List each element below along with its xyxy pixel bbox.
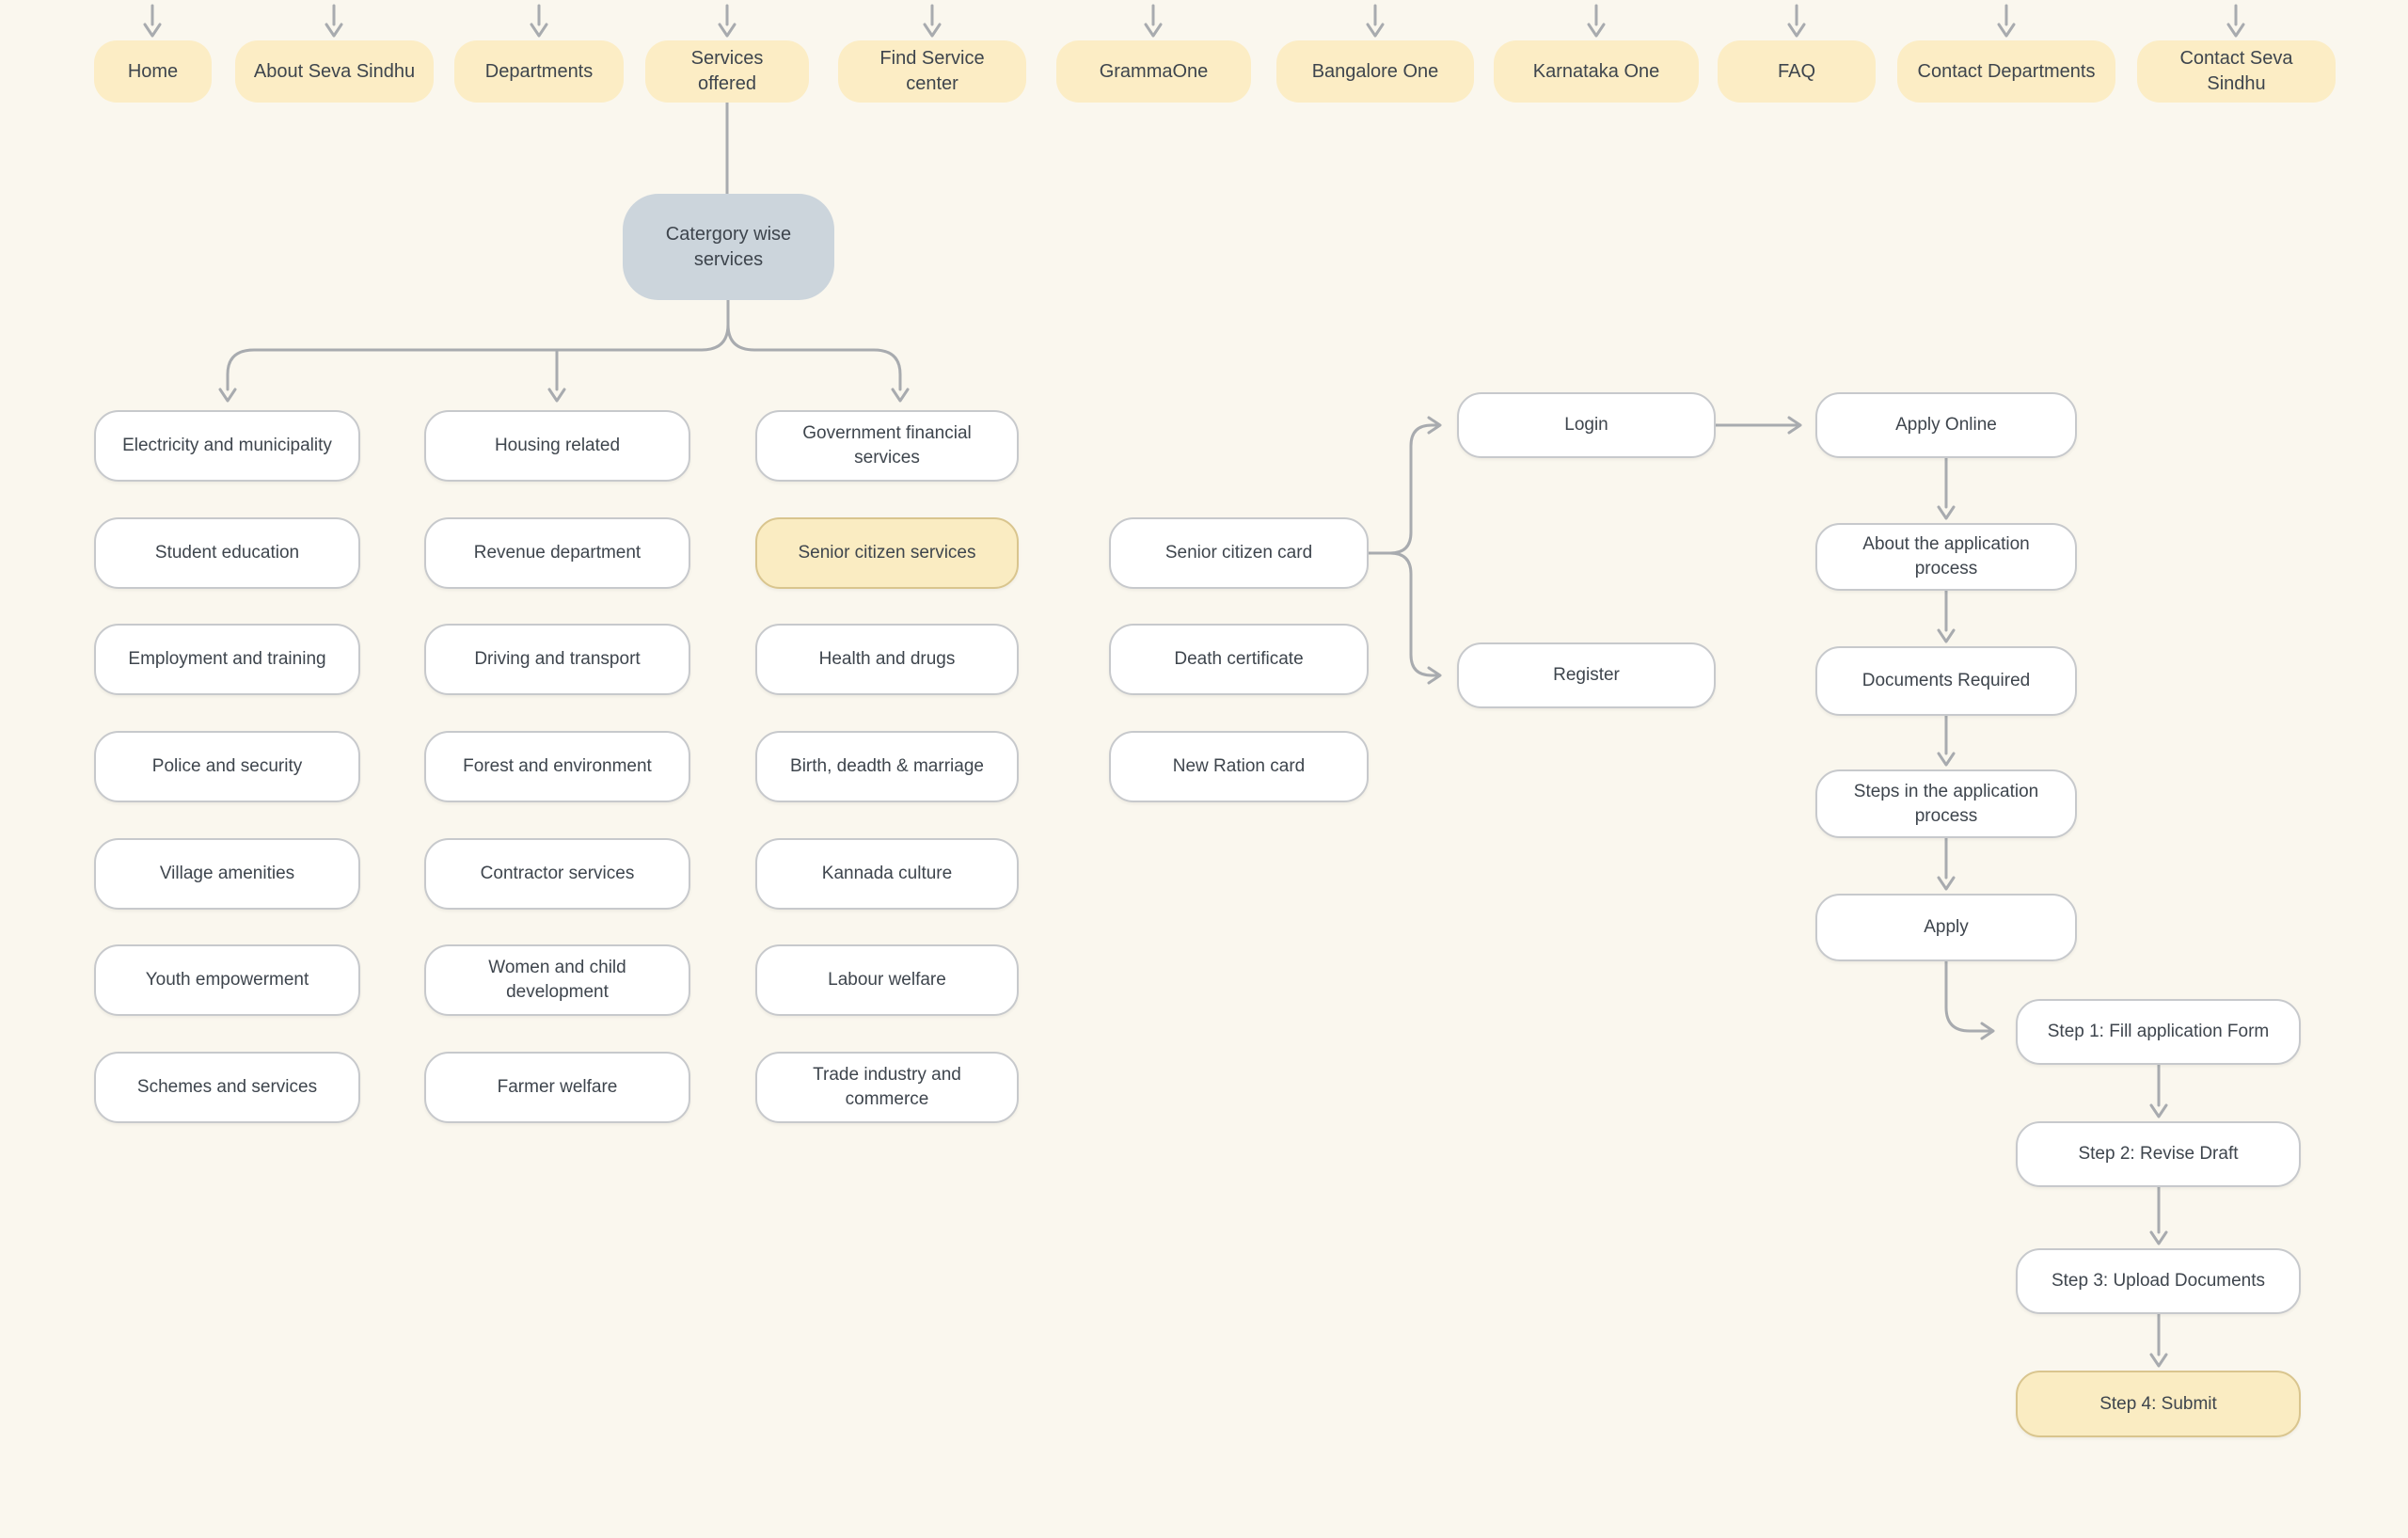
node-kannada-culture[interactable]: Kannada culture xyxy=(755,838,1019,910)
node-steps-in-application-process[interactable]: Steps in the application process xyxy=(1815,769,2077,838)
nav-item-home[interactable]: Home xyxy=(94,40,212,103)
nav-item-contact-departments[interactable]: Contact Departments xyxy=(1897,40,2115,103)
node-register[interactable]: Register xyxy=(1457,642,1716,708)
steps-chain-connectors xyxy=(2149,1062,2168,1368)
node-new-ration-card[interactable]: New Ration card xyxy=(1109,731,1369,802)
nav-item-faq[interactable]: FAQ xyxy=(1718,40,1876,103)
node-senior-citizen-card[interactable]: Senior citizen card xyxy=(1109,517,1369,589)
node-death-certificate[interactable]: Death certificate xyxy=(1109,624,1369,695)
apply-to-step1-connector xyxy=(1944,959,1995,1040)
node-youth-empowerment[interactable]: Youth empowerment xyxy=(94,944,360,1016)
node-login[interactable]: Login xyxy=(1457,392,1716,458)
node-labour-welfare[interactable]: Labour welfare xyxy=(755,944,1019,1016)
node-forest-and-environment[interactable]: Forest and environment xyxy=(424,731,690,802)
login-to-apply-online-connector xyxy=(1714,416,1802,435)
node-farmer-welfare[interactable]: Farmer welfare xyxy=(424,1052,690,1123)
nav-item-services-offered[interactable]: Services offered xyxy=(645,40,809,103)
node-employment-and-training[interactable]: Employment and training xyxy=(94,624,360,695)
node-women-and-child-development[interactable]: Women and child development xyxy=(424,944,690,1016)
nav-item-find-service-center[interactable]: Find Service center xyxy=(838,40,1026,103)
nav-item-grammaone[interactable]: GrammaOne xyxy=(1056,40,1251,103)
node-schemes-and-services[interactable]: Schemes and services xyxy=(94,1052,360,1123)
node-police-and-security[interactable]: Police and security xyxy=(94,731,360,802)
node-senior-citizen-services[interactable]: Senior citizen services xyxy=(755,517,1019,589)
card-fork-connectors xyxy=(1367,416,1442,685)
node-student-education[interactable]: Student education xyxy=(94,517,360,589)
top-entry-arrows xyxy=(143,4,2245,38)
node-driving-and-transport[interactable]: Driving and transport xyxy=(424,624,690,695)
nav-item-departments[interactable]: Departments xyxy=(454,40,624,103)
node-step1-fill-application-form[interactable]: Step 1: Fill application Form xyxy=(2016,999,2301,1065)
node-birth-death-marriage[interactable]: Birth, deadth & marriage xyxy=(755,731,1019,802)
node-village-amenities[interactable]: Village amenities xyxy=(94,838,360,910)
node-contractor-services[interactable]: Contractor services xyxy=(424,838,690,910)
node-step2-revise-draft[interactable]: Step 2: Revise Draft xyxy=(2016,1121,2301,1187)
nav-item-bangalore-one[interactable]: Bangalore One xyxy=(1276,40,1474,103)
node-trade-industry-and-commerce[interactable]: Trade industry and commerce xyxy=(755,1052,1019,1123)
node-electricity-and-municipality[interactable]: Electricity and municipality xyxy=(94,410,360,482)
node-apply[interactable]: Apply xyxy=(1815,894,2077,961)
node-step4-submit[interactable]: Step 4: Submit xyxy=(2016,1371,2301,1437)
node-step3-upload-documents[interactable]: Step 3: Upload Documents xyxy=(2016,1248,2301,1314)
node-category-wise-services[interactable]: Catergory wise services xyxy=(623,194,834,300)
node-health-and-drugs[interactable]: Health and drugs xyxy=(755,624,1019,695)
nav-item-karnataka-one[interactable]: Karnataka One xyxy=(1494,40,1699,103)
node-revenue-department[interactable]: Revenue department xyxy=(424,517,690,589)
nav-item-about-seva-sindhu[interactable]: About Seva Sindhu xyxy=(235,40,434,103)
nav-item-contact-seva-sindhu[interactable]: Contact Seva Sindhu xyxy=(2137,40,2336,103)
node-apply-online[interactable]: Apply Online xyxy=(1815,392,2077,458)
category-branch-connectors xyxy=(218,298,910,403)
node-about-application-process[interactable]: About the application process xyxy=(1815,523,2077,591)
node-government-financial-services[interactable]: Government financial services xyxy=(755,410,1019,482)
node-housing-related[interactable]: Housing related xyxy=(424,410,690,482)
node-documents-required[interactable]: Documents Required xyxy=(1815,646,2077,716)
